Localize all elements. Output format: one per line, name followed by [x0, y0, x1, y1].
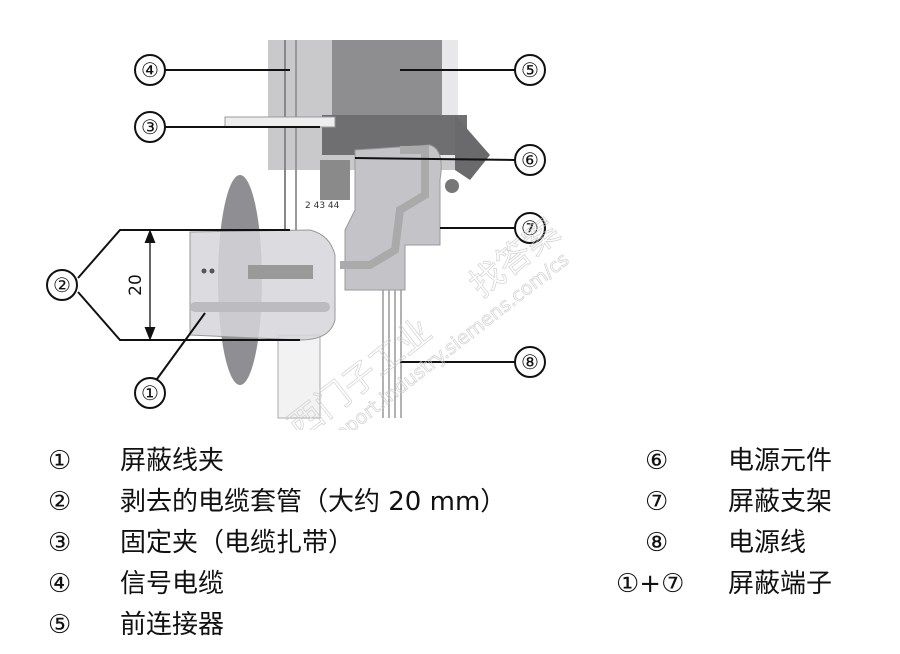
power-wires — [382, 290, 402, 418]
fixing-clip — [224, 116, 336, 128]
callouts: ① ② ③ ④ ⑤ ⑥ ⑦ ⑧ — [46, 54, 546, 409]
terminal-label: 2 43 44 — [305, 201, 340, 211]
legend-text: 电源元件 — [728, 446, 833, 476]
legend-text: 屏蔽端子 — [728, 569, 833, 599]
legend-num: ④ — [48, 569, 72, 599]
front-connector — [332, 40, 442, 125]
legend-num: ⑦ — [645, 487, 669, 517]
legend-text: 屏蔽线夹 — [120, 446, 225, 476]
callout-4: ④ — [134, 54, 166, 86]
callout-3: ③ — [134, 111, 166, 143]
legend-num: ⑥ — [645, 446, 669, 476]
legend-text: 固定夹（电缆扎带） — [120, 528, 355, 558]
callout-6: ⑥ — [514, 144, 546, 176]
dimension-lines — [77, 229, 300, 341]
svg-text:⑦: ⑦ — [521, 216, 539, 240]
legend-num: ⑤ — [48, 610, 72, 640]
legend-num: ⑧ — [645, 528, 669, 558]
legend-num: ①+⑦ — [616, 569, 685, 599]
legend-text: 前连接器 — [120, 610, 225, 640]
callout-2: ② — [46, 269, 78, 301]
dimension-label: 20 — [126, 274, 146, 296]
legend-num: ② — [48, 487, 72, 517]
svg-text:⑤: ⑤ — [521, 58, 539, 82]
svg-text:⑥: ⑥ — [521, 148, 539, 172]
callout-8: ⑧ — [514, 346, 546, 378]
svg-text:④: ④ — [141, 58, 159, 82]
shield-clamp-diagram: 2 43 44 20 ① ② ③ ④ ⑤ ⑥ ⑦ — [46, 40, 574, 430]
legend-text: 屏蔽支架 — [728, 487, 833, 517]
legend-text: 信号电缆 — [120, 569, 225, 599]
svg-text:③: ③ — [141, 115, 159, 139]
legend-text: 电源线 — [728, 528, 807, 558]
shield-bracket — [344, 144, 442, 291]
legend-num: ① — [48, 446, 72, 476]
callout-5: ⑤ — [514, 54, 546, 86]
callout-1: ① — [134, 377, 166, 409]
svg-text:①: ① — [141, 381, 159, 405]
legend-num: ③ — [48, 528, 72, 558]
shield-clamp — [189, 229, 336, 341]
callout-7: ⑦ — [514, 212, 546, 244]
svg-text:②: ② — [53, 273, 71, 297]
legend-text: 剥去的电缆套管（大约 20 mm） — [120, 487, 507, 517]
svg-text:⑧: ⑧ — [521, 350, 539, 374]
